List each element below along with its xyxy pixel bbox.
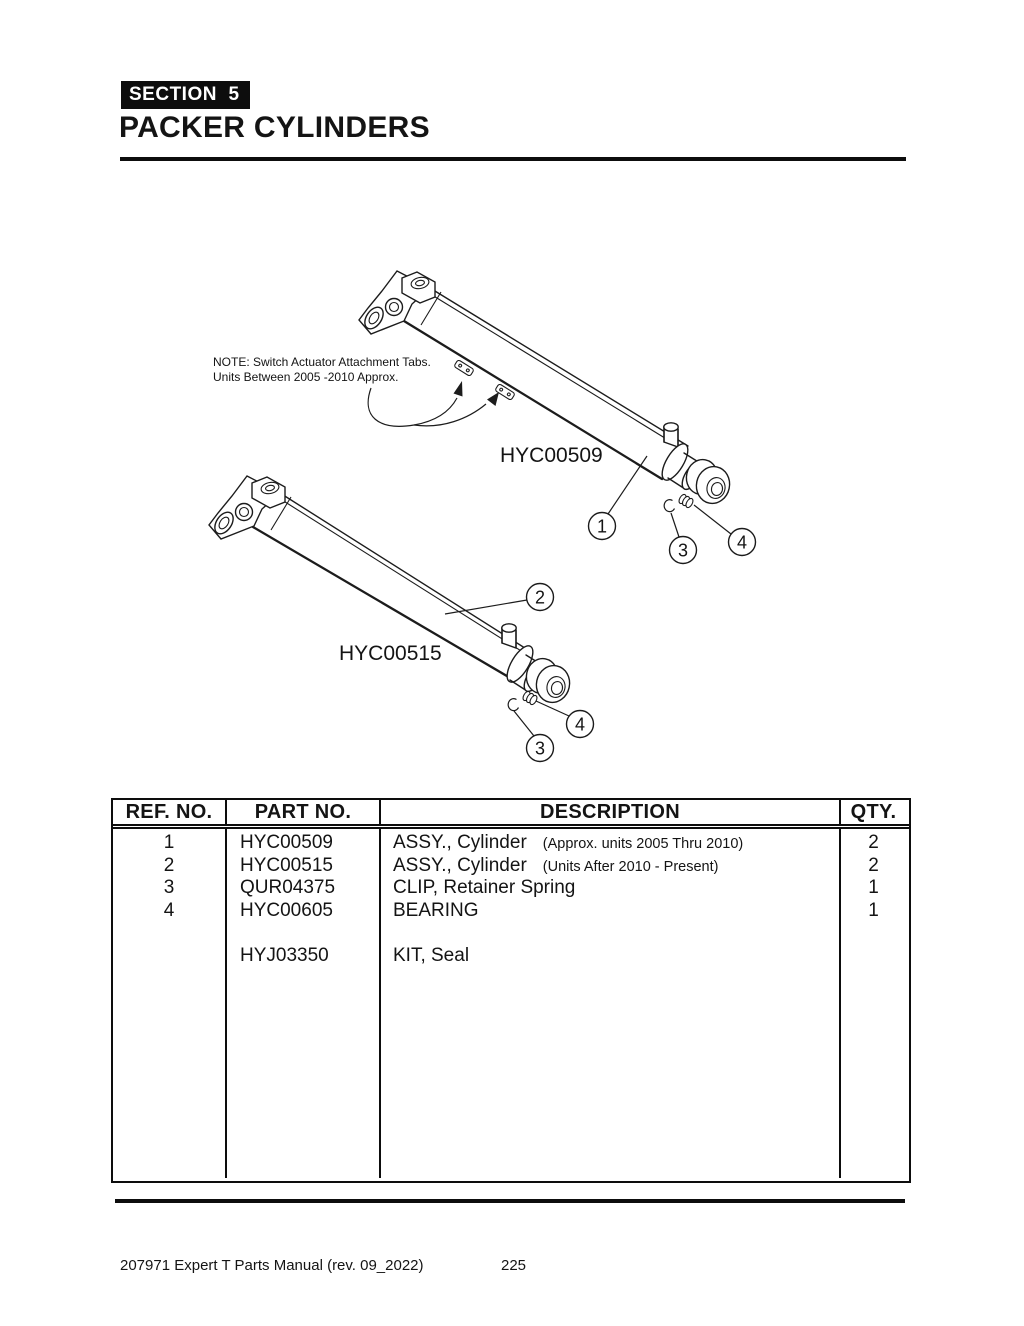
ref-cell: 3 [163, 877, 175, 898]
desc-main: BEARING [393, 899, 479, 921]
switch-actuator-tab-2 [495, 383, 515, 401]
column-part-no: HYC00509 HYC00515 QUR04375 HYC00605 HYJ0… [227, 829, 381, 1178]
qty-cell: 2 [868, 832, 879, 853]
column-ref-no: 1 2 3 4 [113, 829, 227, 1178]
callout-4-number-top: 4 [737, 533, 747, 553]
desc-cell: ASSY., Cylinder (Approx. units 2005 Thru … [381, 832, 839, 855]
callout-1-circle [587, 511, 617, 541]
callout-3-number-bottom: 3 [535, 739, 545, 759]
callout-3-number-top: 3 [678, 541, 688, 561]
qty-cell: 1 [868, 877, 879, 898]
qty-cell [841, 945, 906, 968]
part-cell: HYC00515 [240, 854, 333, 876]
switch-actuator-tab-1 [454, 359, 474, 377]
callout-2-number: 2 [535, 588, 545, 608]
label-hyc00509: HYC00509 [500, 444, 603, 467]
cylinder-assembly-bottom [208, 475, 571, 712]
parts-table-header: REF. NO. PART NO. DESCRIPTION QTY. [113, 800, 909, 829]
column-description: ASSY., Cylinder (Approx. units 2005 Thru … [381, 829, 841, 1178]
desc-note: (Approx. units 2005 Thru 2010) [542, 836, 744, 852]
callouts: 1 3 4 2 4 3 [444, 455, 757, 763]
callout-3-circle-top [668, 535, 698, 565]
page-title: PACKER CYLINDERS [119, 111, 430, 144]
qty-cell: 1 [868, 899, 879, 921]
retainer-clip-top [663, 499, 676, 513]
header-ref-no: REF. NO. [113, 800, 227, 824]
bearing-bottom [522, 690, 538, 706]
ref-cell: 4 [163, 899, 175, 921]
callout-3-circle-bottom [525, 733, 555, 763]
bottom-rule [115, 1199, 905, 1203]
rod-end-bottom [506, 645, 571, 704]
retainer-clip-bottom [507, 698, 520, 712]
cylinder-assembly-top [358, 270, 731, 513]
title-rule [120, 157, 906, 161]
section-badge: SECTION 5 [121, 81, 250, 109]
callout-4-circle-bottom [565, 709, 595, 739]
parts-table-body: 1 2 3 4 HYC00509 HYC00515 QUR04375 HYC00… [113, 829, 909, 1178]
footer-doc-reference: 207971 Expert T Parts Manual (rev. 09_20… [120, 1257, 424, 1274]
part-cell: QUR04375 [240, 877, 336, 898]
callout-4-number-bottom: 4 [575, 715, 585, 735]
cylinder-head-bottom [208, 475, 286, 540]
desc-cell: ASSY., Cylinder (Units After 2010 - Prese… [381, 855, 839, 878]
column-qty: 2 2 1 1 [841, 829, 906, 1178]
desc-main: CLIP, Retainer Spring [393, 877, 576, 898]
qty-cell: 2 [868, 854, 879, 876]
ref-cell [113, 945, 225, 968]
part-cell: HYC00605 [240, 899, 333, 921]
callout-1-number: 1 [597, 517, 607, 537]
callout-4-circle-top [727, 527, 757, 557]
cylinder-head-top [358, 270, 436, 335]
parts-table: REF. NO. PART NO. DESCRIPTION QTY. 1 2 3… [111, 798, 911, 1183]
header-part-no: PART NO. [227, 800, 381, 824]
ref-cell: 2 [163, 854, 175, 876]
note-leader [367, 381, 499, 427]
port-stub-bottom [501, 623, 517, 649]
desc-main: ASSY., Cylinder [393, 854, 527, 876]
rod-end-top [661, 443, 731, 505]
part-cell: HYC00509 [240, 832, 333, 853]
part-cell: HYJ03350 [240, 944, 329, 966]
desc-main: KIT, Seal [393, 944, 470, 966]
callout-2-circle [525, 582, 555, 612]
ref-cell: 1 [163, 832, 175, 853]
bearing-top [678, 493, 694, 509]
desc-note: (Units After 2010 - Present) [542, 858, 719, 875]
desc-cell: BEARING [381, 900, 839, 923]
note-text-line1: NOTE: Switch Actuator Attachment Tabs. [213, 355, 431, 369]
port-stub-top [663, 422, 679, 448]
footer-page-number: 225 [501, 1257, 527, 1274]
label-hyc00515: HYC00515 [339, 642, 442, 665]
parts-diagram: NOTE: Switch Actuator Attachment Tabs. U… [208, 270, 757, 763]
header-description: DESCRIPTION [381, 800, 841, 824]
note-text-line2: Units Between 2005 -2010 Approx. [213, 370, 398, 384]
desc-main: ASSY., Cylinder [393, 832, 527, 853]
header-qty: QTY. [850, 801, 897, 823]
desc-cell: KIT, Seal [381, 945, 839, 968]
desc-cell: CLIP, Retainer Spring [381, 877, 839, 900]
